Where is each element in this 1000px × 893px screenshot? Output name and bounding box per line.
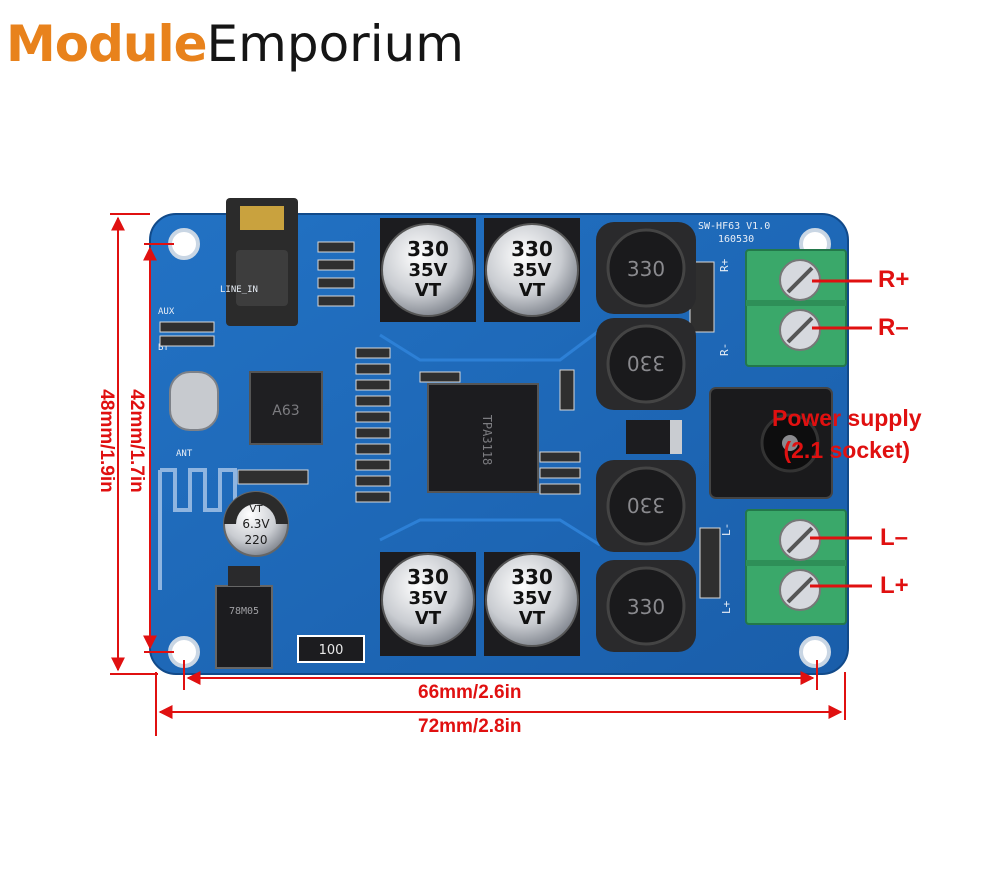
small-cap-value: 220 — [245, 533, 268, 547]
cap-value: 330 — [511, 237, 553, 261]
terminal-block-left — [745, 509, 847, 625]
cap-value: 330 — [511, 565, 553, 589]
terminal-leaders — [810, 279, 872, 588]
small-cap-voltage: 6.3V — [242, 517, 270, 531]
small-cap-vt: VT — [250, 504, 264, 515]
cap-voltage: 35V — [513, 588, 552, 609]
power-resistor-label: 100 — [319, 643, 344, 658]
dimension-lines — [110, 213, 846, 736]
trace — [379, 328, 601, 362]
silk-model: SW-HF63 V1.0 — [698, 221, 770, 232]
label-r-plus: R+ — [878, 266, 910, 293]
label-power-supply: Power supply (2.1 socket) — [772, 402, 922, 466]
label-width-inner: 66mm/2.6in — [418, 682, 522, 703]
inductor-2: 330 — [596, 318, 696, 410]
label-power-line2: (2.1 socket) — [783, 437, 911, 463]
logo-brand: Module — [6, 15, 208, 73]
inductor-1: 330 — [596, 222, 696, 314]
inductor-label: 330 — [627, 257, 665, 281]
label-width-outer: 72mm/2.8in — [418, 716, 522, 737]
mounting-hole — [799, 636, 831, 668]
bluetooth-chip — [249, 371, 323, 445]
crystal-oscillator — [169, 371, 219, 431]
cap-voltage: 35V — [409, 260, 448, 281]
small-capacitor: VT 6.3V 220 — [223, 491, 289, 557]
silk-l-minus: L- — [720, 523, 733, 536]
silk-line-in: LINE_IN — [220, 285, 258, 295]
big-capacitor-4: 330 35V VT — [484, 552, 580, 656]
label-r-minus: R– — [878, 314, 909, 341]
inductor-label: 330 — [627, 493, 665, 517]
inductor-4: 330 — [596, 560, 696, 652]
terminal-block-right — [745, 249, 847, 367]
cap-voltage: 35V — [409, 588, 448, 609]
mounting-hole — [168, 228, 200, 260]
cap-voltage: 35V — [513, 260, 552, 281]
audio-jack-contact — [240, 206, 284, 230]
inductor-3: 330 — [596, 460, 696, 552]
silk-aux: AUX — [158, 307, 175, 317]
audio-jack-body — [236, 250, 288, 306]
regulator-tab — [228, 566, 260, 586]
big-capacitor-3: 330 35V VT — [380, 552, 476, 656]
pcb-antenna — [158, 468, 250, 590]
logo-rest: Emporium — [206, 15, 465, 73]
amplifier-chip-label: TPA3118 — [480, 415, 494, 466]
big-capacitor-2: 330 35V VT — [484, 218, 580, 322]
regulator-label: 78M05 — [229, 606, 259, 617]
big-capacitor-1: 330 35V VT — [380, 218, 476, 322]
label-power-line1: Power supply — [772, 405, 922, 431]
cap-vt: VT — [519, 280, 546, 301]
pcb-board: LINE_IN AUX BT ANT SW-HF63 V1.0 160530 — [149, 198, 849, 675]
cap-vt: VT — [415, 608, 442, 629]
cap-value: 330 — [407, 237, 449, 261]
label-height-outer: 48mm/1.9in — [96, 389, 117, 493]
diode-band — [670, 420, 682, 454]
cap-vt: VT — [415, 280, 442, 301]
silk-ant: ANT — [176, 449, 193, 459]
amplifier-chip — [427, 383, 539, 493]
inductor-label: 330 — [627, 595, 665, 619]
voltage-regulator — [215, 585, 273, 669]
silk-bt: BT — [158, 343, 169, 353]
label-l-plus: L+ — [880, 572, 909, 599]
label-l-minus: L– — [880, 524, 909, 551]
silk-r-plus: R+ — [718, 258, 731, 272]
cap-value: 330 — [407, 565, 449, 589]
bluetooth-chip-label: A63 — [272, 403, 299, 419]
power-resistor — [297, 635, 365, 663]
silk-r-minus: R- — [718, 343, 731, 356]
label-height-inner: 42mm/1.7in — [126, 389, 147, 493]
silk-l-plus: L+ — [720, 600, 733, 614]
dc-power-socket — [709, 387, 833, 499]
silk-date: 160530 — [718, 234, 754, 245]
cap-vt: VT — [519, 608, 546, 629]
brand-logo: ModuleEmporium — [6, 14, 464, 74]
inductor-label: 330 — [627, 351, 665, 375]
trace — [379, 518, 601, 547]
